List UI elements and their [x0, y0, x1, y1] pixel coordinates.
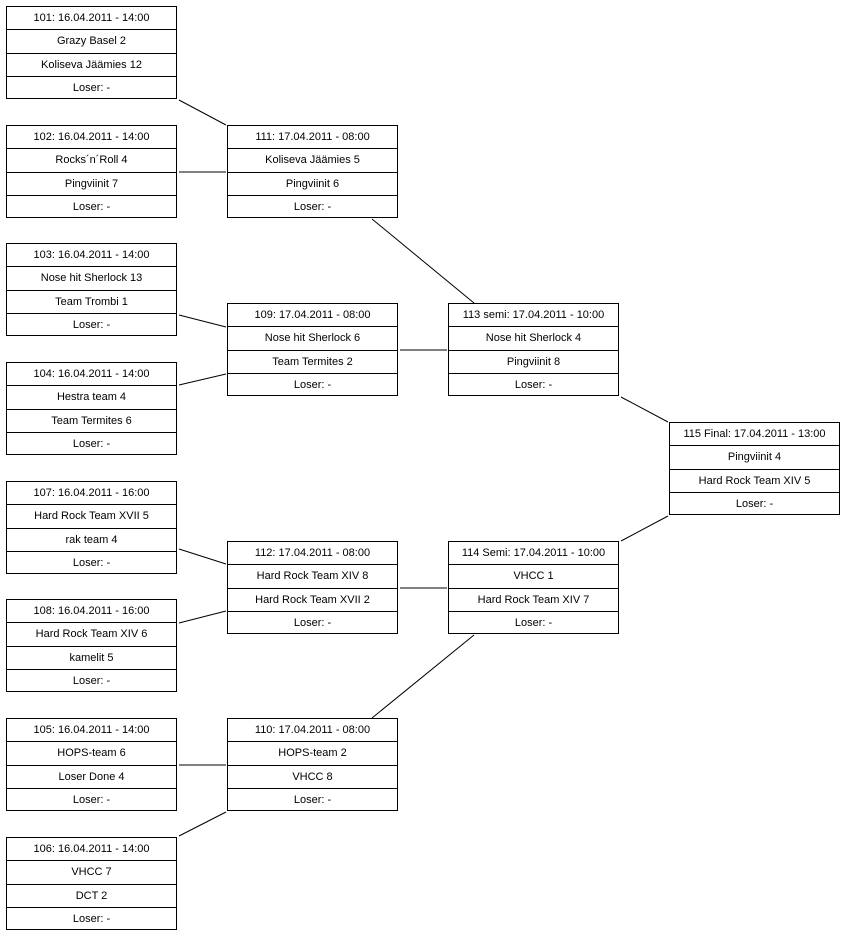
match-103: 103: 16.04.2011 - 14:00 Nose hit Sherloc…	[6, 243, 177, 336]
match-107: 107: 16.04.2011 - 16:00 Hard Rock Team X…	[6, 481, 177, 574]
team-1: Hard Rock Team XVII 5	[7, 505, 176, 529]
match-112: 112: 17.04.2011 - 08:00 Hard Rock Team X…	[227, 541, 398, 634]
match-header: 115 Final: 17.04.2011 - 13:00	[670, 423, 839, 447]
team-2: Hard Rock Team XIV 7	[449, 589, 618, 612]
match-109: 109: 17.04.2011 - 08:00 Nose hit Sherloc…	[227, 303, 398, 396]
team-2: Pingviinit 6	[228, 173, 397, 196]
team-1: Hard Rock Team XIV 6	[7, 623, 176, 647]
team-1: Nose hit Sherlock 4	[449, 327, 618, 351]
team-2: Team Termites 6	[7, 410, 176, 433]
loser-label: Loser: -	[72, 437, 111, 450]
loser-label: Loser: -	[72, 318, 111, 331]
match-header: 105: 16.04.2011 - 14:00	[7, 719, 176, 743]
loser-label: Loser: -	[72, 200, 111, 213]
connector-108-112	[178, 610, 227, 624]
team-2: Team Trombi 1	[7, 291, 176, 314]
team-1: Hard Rock Team XIV 8	[228, 565, 397, 589]
match-header: 101: 16.04.2011 - 14:00	[7, 7, 176, 31]
connector-113-115	[620, 396, 669, 423]
team-1: HOPS-team 2	[228, 742, 397, 766]
match-101: 101: 16.04.2011 - 14:00 Grazy Basel 2 Ko…	[6, 6, 177, 99]
match-header: 114 Semi: 17.04.2011 - 10:00	[449, 542, 618, 566]
connector-106-110	[178, 811, 227, 837]
team-2: Hard Rock Team XVII 2	[228, 589, 397, 612]
team-1: Grazy Basel 2	[7, 30, 176, 54]
connector-104-109	[178, 373, 227, 386]
match-102: 102: 16.04.2011 - 14:00 Rocks´n´Roll 4 P…	[6, 125, 177, 218]
team-1: Rocks´n´Roll 4	[7, 149, 176, 173]
loser-label: Loser: -	[735, 497, 774, 510]
loser-label: Loser: -	[293, 200, 332, 213]
match-header: 113 semi: 17.04.2011 - 10:00	[449, 304, 618, 328]
loser-label: Loser: -	[72, 793, 111, 806]
connector-103-109	[178, 314, 227, 328]
loser-label: Loser: -	[72, 674, 111, 687]
match-114: 114 Semi: 17.04.2011 - 10:00 VHCC 1 Hard…	[448, 541, 619, 634]
team-1: Nose hit Sherlock 6	[228, 327, 397, 351]
team-1: Koliseva Jäämies 5	[228, 149, 397, 173]
team-1: Nose hit Sherlock 13	[7, 267, 176, 291]
loser-label: Loser: -	[72, 81, 111, 94]
team-1: VHCC 1	[449, 565, 618, 589]
connector-101-111	[178, 99, 227, 126]
match-header: 103: 16.04.2011 - 14:00	[7, 244, 176, 268]
loser-label: Loser: -	[514, 378, 553, 391]
team-2: Pingviinit 8	[449, 351, 618, 374]
connector-107-112	[178, 548, 227, 565]
match-108: 108: 16.04.2011 - 16:00 Hard Rock Team X…	[6, 599, 177, 692]
team-2: kamelit 5	[7, 647, 176, 670]
team-1: VHCC 7	[7, 861, 176, 885]
match-111: 111: 17.04.2011 - 08:00 Koliseva Jäämies…	[227, 125, 398, 218]
loser-label: Loser: -	[514, 616, 553, 629]
loser-label: Loser: -	[293, 793, 332, 806]
loser-label: Loser: -	[293, 616, 332, 629]
match-header: 108: 16.04.2011 - 16:00	[7, 600, 176, 624]
match-header: 109: 17.04.2011 - 08:00	[228, 304, 397, 328]
team-2: Koliseva Jäämies 12	[7, 54, 176, 77]
match-header: 102: 16.04.2011 - 14:00	[7, 126, 176, 150]
match-106: 106: 16.04.2011 - 14:00 VHCC 7 DCT 2 Los…	[6, 837, 177, 930]
team-2: DCT 2	[7, 885, 176, 908]
match-105: 105: 16.04.2011 - 14:00 HOPS-team 6 Lose…	[6, 718, 177, 811]
match-113: 113 semi: 17.04.2011 - 10:00 Nose hit Sh…	[448, 303, 619, 396]
team-1: Pingviinit 4	[670, 446, 839, 470]
connector-110-114	[371, 634, 475, 719]
match-115: 115 Final: 17.04.2011 - 13:00 Pingviinit…	[669, 422, 840, 515]
team-1: HOPS-team 6	[7, 742, 176, 766]
match-104: 104: 16.04.2011 - 14:00 Hestra team 4 Te…	[6, 362, 177, 455]
match-header: 110: 17.04.2011 - 08:00	[228, 719, 397, 743]
match-header: 111: 17.04.2011 - 08:00	[228, 126, 397, 150]
loser-label: Loser: -	[72, 556, 111, 569]
match-header: 106: 16.04.2011 - 14:00	[7, 838, 176, 862]
loser-label: Loser: -	[293, 378, 332, 391]
team-1: Hestra team 4	[7, 386, 176, 410]
connector-114-115	[620, 515, 669, 542]
team-2: Hard Rock Team XIV 5	[670, 470, 839, 493]
match-header: 112: 17.04.2011 - 08:00	[228, 542, 397, 566]
match-110: 110: 17.04.2011 - 08:00 HOPS-team 2 VHCC…	[227, 718, 398, 811]
team-2: rak team 4	[7, 529, 176, 552]
team-2: Pingviinit 7	[7, 173, 176, 196]
loser-label: Loser: -	[72, 912, 111, 925]
match-header: 107: 16.04.2011 - 16:00	[7, 482, 176, 506]
match-header: 104: 16.04.2011 - 14:00	[7, 363, 176, 387]
connector-111-113	[371, 218, 475, 304]
team-2: Team Termites 2	[228, 351, 397, 374]
team-2: VHCC 8	[228, 766, 397, 789]
team-2: Loser Done 4	[7, 766, 176, 789]
